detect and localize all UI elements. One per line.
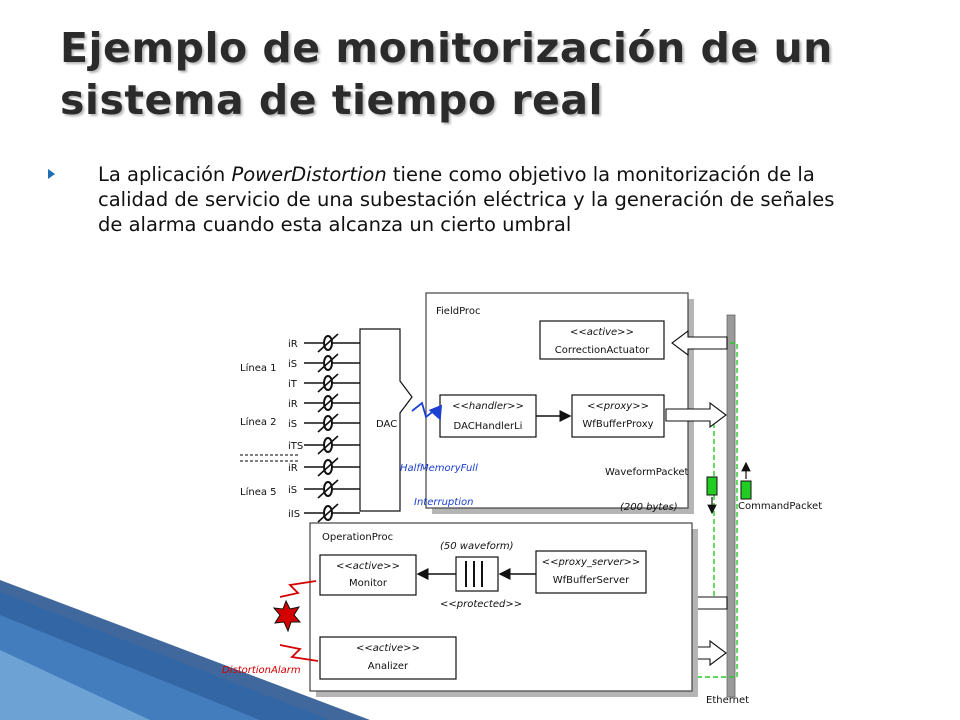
line-1-label: Línea 1 bbox=[240, 362, 277, 374]
waveform-packet-icon bbox=[706, 476, 718, 496]
sensor-slash bbox=[317, 373, 339, 393]
protected-label: <<protected>> bbox=[440, 599, 522, 610]
interrupt-signal-icon bbox=[411, 401, 443, 421]
bullet-text: La aplicación PowerDistortion tiene como… bbox=[98, 163, 835, 236]
input-label: iS bbox=[288, 419, 297, 430]
current-inputs: iR iS iT iR iS iTS iR iS iIS bbox=[288, 339, 303, 520]
input-label: iS bbox=[288, 485, 297, 496]
halfmemory-label: HalfMemoryFull bbox=[400, 463, 478, 474]
sensor-array bbox=[304, 333, 360, 523]
svg-text:DACHandlerLi: DACHandlerLi bbox=[454, 421, 523, 432]
svg-text:<<proxy>>: <<proxy>> bbox=[587, 401, 649, 412]
buffer-capacity-label: (50 waveform) bbox=[440, 541, 514, 552]
sensor-slash bbox=[317, 503, 339, 523]
connector-correction bbox=[671, 329, 728, 357]
line-2-label: Línea 2 bbox=[240, 416, 277, 428]
sensor-slash bbox=[317, 413, 339, 433]
ethernet-label: Ethernet bbox=[706, 695, 749, 706]
bullet-arrow-icon bbox=[48, 169, 55, 179]
bullet-paragraph: La aplicación PowerDistortion tiene como… bbox=[48, 162, 850, 237]
svg-text:Monitor: Monitor bbox=[349, 578, 388, 589]
waveform-packet-label: WaveformPacket bbox=[605, 467, 689, 478]
sensor-slash bbox=[317, 479, 339, 499]
connector-proxy bbox=[665, 401, 727, 429]
wf-buffer-server-box bbox=[535, 550, 647, 594]
dac-block bbox=[359, 328, 413, 512]
title-line-1: Ejemplo de monitorización de un bbox=[60, 24, 833, 72]
ethernet-bus bbox=[726, 314, 736, 698]
svg-text:<<active>>: <<active>> bbox=[356, 643, 420, 654]
wf-buffer-proxy-box bbox=[571, 394, 665, 438]
sensor-slash bbox=[317, 457, 339, 477]
dac-label: DAC bbox=[376, 419, 397, 430]
input-label: iT bbox=[288, 379, 298, 390]
alarm-signal-line-2 bbox=[279, 644, 319, 662]
system-diagram: FieldProc <<active>> CorrectionActuator … bbox=[222, 292, 822, 706]
svg-text:<<proxy_server>>: <<proxy_server>> bbox=[542, 557, 641, 568]
buffer-queue-icon bbox=[455, 556, 499, 592]
svg-text:Analizer: Analizer bbox=[368, 661, 409, 672]
svg-text:WfBufferProxy: WfBufferProxy bbox=[582, 419, 653, 430]
analizer-box bbox=[319, 636, 457, 680]
sensor-slash bbox=[317, 435, 339, 455]
alarm-burst-icon bbox=[272, 599, 302, 633]
svg-text:<<active>>: <<active>> bbox=[570, 327, 634, 338]
app-name: PowerDistortion bbox=[231, 163, 387, 186]
input-label: iIS bbox=[288, 509, 300, 520]
command-packet-icon bbox=[740, 480, 752, 500]
packet-size-label: (200 bytes) bbox=[620, 502, 678, 513]
svg-text:<<active>>: <<active>> bbox=[336, 561, 400, 572]
svg-text:<<handler>>: <<handler>> bbox=[452, 401, 524, 412]
correction-actuator-box bbox=[539, 320, 665, 360]
input-label: iTS bbox=[288, 441, 303, 452]
input-label: iR bbox=[288, 399, 298, 410]
alarm-signal-line bbox=[279, 580, 317, 598]
input-label: iR bbox=[288, 339, 298, 350]
line-5-label: Línea 5 bbox=[240, 486, 277, 498]
corner-decoration bbox=[0, 580, 370, 720]
input-label: iR bbox=[288, 463, 298, 474]
title-line-2: sistema de tiempo real bbox=[60, 76, 604, 124]
sensor-slash bbox=[317, 353, 339, 373]
command-packet-label: CommandPacket bbox=[738, 501, 822, 512]
deco-wedge-4 bbox=[0, 650, 150, 720]
slide-title: Ejemplo de monitorización de un sistema … bbox=[60, 22, 920, 126]
distortion-alarm-label: DistortionAlarm bbox=[222, 665, 301, 676]
svg-text:CorrectionActuator: CorrectionActuator bbox=[555, 345, 650, 356]
sensor-slash bbox=[317, 393, 339, 413]
interruption-label: Interruption bbox=[414, 497, 473, 508]
svg-text:WfBufferServer: WfBufferServer bbox=[553, 575, 630, 586]
operationproc-title: OperationProc bbox=[322, 532, 393, 543]
sensor-slash bbox=[317, 333, 339, 353]
fieldproc-title: FieldProc bbox=[436, 306, 480, 317]
monitor-box bbox=[319, 554, 417, 596]
input-label: iS bbox=[288, 359, 297, 370]
